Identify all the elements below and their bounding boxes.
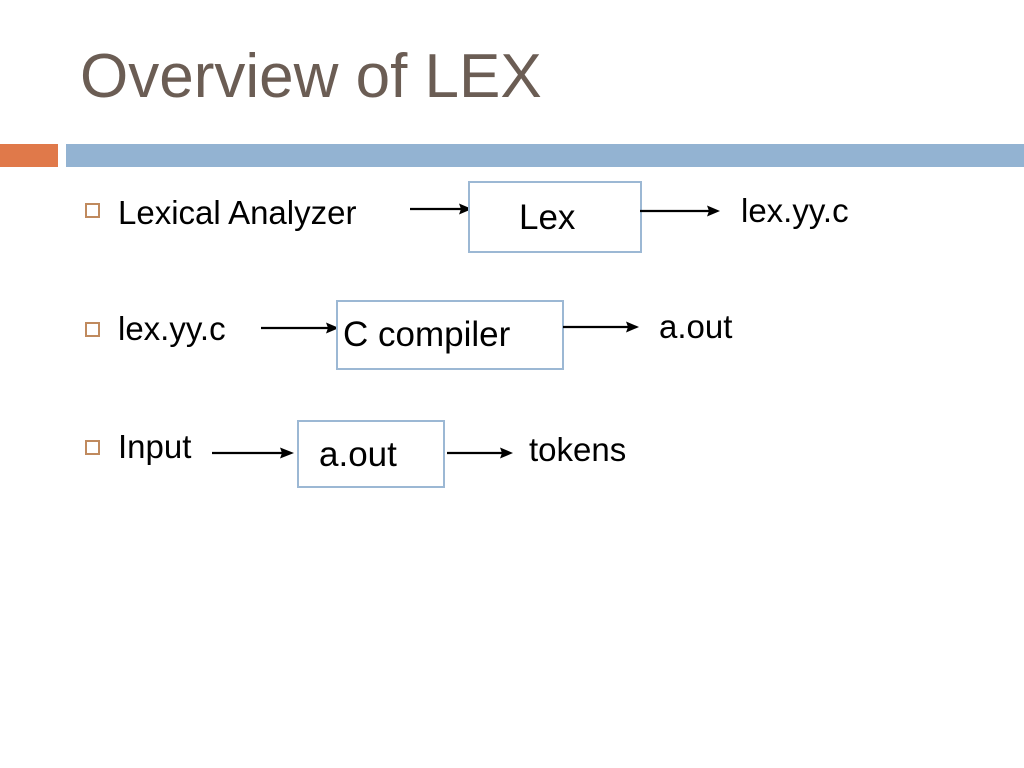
process-box-row-1-label: Lex [519,198,576,237]
right-arrow-icon-row-3-a [212,443,294,463]
right-arrow-icon-row-1-a [410,199,472,219]
accent-bar-blue [66,144,1024,167]
right-arrow-icon-row-1-b [640,201,720,221]
process-box-row-2-label: C compiler [343,315,511,354]
bullet-square-icon-row-2 [85,322,100,337]
row-1-output-label: lex.yy.c [741,192,849,229]
process-box-row-1 [468,181,642,253]
right-arrow-icon-row-2-a [261,318,339,338]
process-box-row-2 [336,300,564,370]
page-title: Overview of LEX [80,42,542,111]
row-3-input-label: Input [118,428,192,465]
right-arrow-icon-row-2-b [563,317,639,337]
row-2-output-label: a.out [659,308,733,345]
process-box-row-3 [297,420,445,488]
bullet-square-icon-row-3 [85,440,100,455]
right-arrow-icon-row-3-b [447,443,513,463]
row-1-input-label: Lexical Analyzer [118,194,357,231]
row-2-input-label: lex.yy.c [118,310,226,347]
bullet-square-icon-row-1 [85,203,100,218]
process-box-row-3-label: a.out [319,435,397,474]
accent-bar-orange [0,144,58,167]
row-3-output-label: tokens [529,431,627,468]
